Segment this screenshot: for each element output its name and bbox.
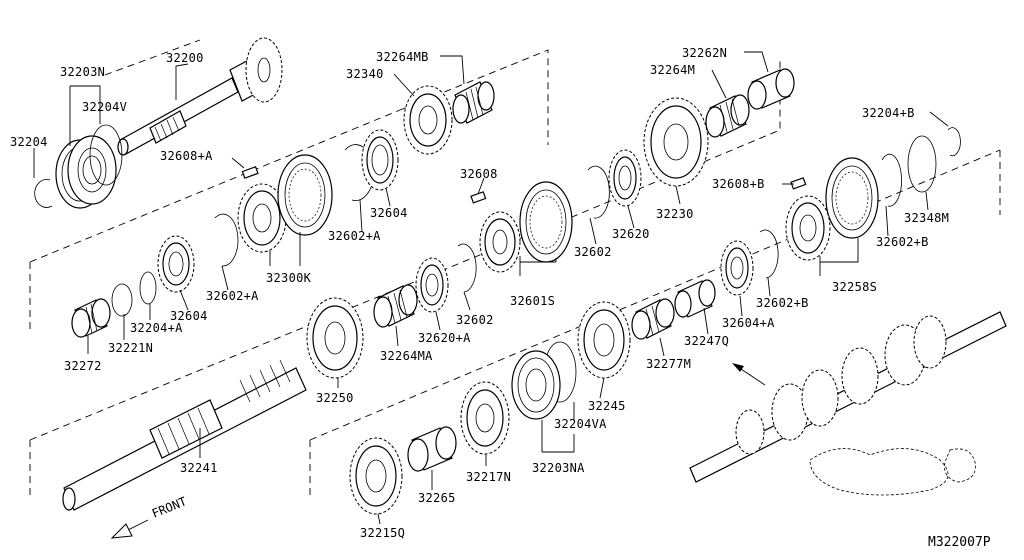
baulk-ring-32620A (415, 257, 449, 313)
assembled-gear-shaft (689, 311, 1007, 496)
label-32602-mid: 32602 (574, 245, 612, 259)
key-32608 (470, 191, 487, 204)
bushing-32262N (747, 68, 795, 110)
needle-bearing-32264MB (452, 81, 495, 124)
label-32300K: 32300K (266, 271, 312, 285)
label-32604-left: 32604 (170, 309, 208, 323)
label-32200: 32200 (166, 51, 204, 65)
synchro-ring-32602-low (457, 243, 477, 293)
label-32221N: 32221N (108, 341, 153, 355)
leader-lines (33, 51, 949, 525)
key-32608B (790, 177, 807, 190)
label-32601S: 32601S (510, 294, 555, 308)
countershaft-32241 (62, 359, 307, 511)
gear-32250 (306, 297, 364, 379)
baulk-ring-32620 (608, 149, 642, 207)
bearing-32203N (55, 135, 117, 209)
label-32272: 32272 (64, 359, 102, 373)
label-32204VA: 32204VA (554, 417, 607, 431)
baulk-ring-32604A (720, 240, 754, 296)
needle-bearing-32277M (631, 298, 675, 340)
label-32250: 32250 (316, 391, 354, 405)
label-32203N: 32203N (60, 65, 105, 79)
label-32620: 32620 (612, 227, 650, 241)
bushing-32247Q (674, 279, 716, 318)
gear-32230 (643, 97, 709, 187)
needle-bearing-32264MA (373, 284, 418, 328)
label-32608A: 32608+A (160, 149, 213, 163)
snap-ring-32204 (34, 179, 53, 208)
needle-bearing-32272 (71, 298, 111, 338)
synchro-ring-32602B-right (881, 153, 902, 207)
label-32262N: 32262N (682, 46, 727, 60)
gear-32245 (577, 301, 631, 379)
snap-ring-32204B (947, 127, 961, 156)
label-32620A: 32620+A (418, 331, 471, 345)
label-32265: 32265 (418, 491, 456, 505)
label-32602B-mid: 32602+B (756, 296, 809, 310)
label-32608: 32608 (460, 167, 498, 181)
needle-bearing-32264M (705, 94, 750, 138)
label-32604-top: 32604 (370, 206, 408, 220)
front-label: FRONT (150, 494, 189, 521)
direction-arrow (732, 363, 766, 386)
label-32277M: 32277M (646, 357, 691, 371)
label-32340: 32340 (346, 67, 384, 81)
label-32230: 32230 (656, 207, 694, 221)
synchro-ring-32602A-left (214, 213, 239, 267)
synchro-32601S (479, 181, 573, 273)
washer-32221N (111, 283, 133, 317)
label-32241: 32241 (180, 461, 218, 475)
baulk-ring-32604-left (157, 235, 195, 293)
label-32204B: 32204+B (862, 106, 915, 120)
label-32604A: 32604+A (722, 316, 775, 330)
label-32215Q: 32215Q (360, 526, 405, 540)
assembly-guide-lines (29, 39, 1001, 500)
label-32203NA: 32203NA (532, 461, 585, 475)
label-32204: 32204 (10, 135, 48, 149)
part-labels: 32200 32203N 32204V 32204 32608+A 32264M… (10, 46, 949, 540)
front-arrow (110, 519, 149, 539)
label-32258S: 32258S (832, 280, 877, 294)
gear-32217N (460, 381, 510, 455)
label-32348M: 32348M (904, 211, 949, 225)
synchro-32258S (785, 157, 879, 261)
label-32264MA: 32264MA (380, 349, 433, 363)
gear-32215Q (349, 437, 403, 515)
synchro-32300K (237, 154, 333, 253)
baulk-ring-32604-top (361, 129, 399, 191)
label-32602A-left: 32602+A (206, 289, 259, 303)
bearing-32203NA (511, 350, 561, 420)
label-32602-low: 32602 (456, 313, 494, 327)
label-32204V: 32204V (82, 100, 127, 114)
label-32264MB: 32264MB (376, 50, 429, 64)
mainshaft-32200 (117, 37, 283, 156)
gear-32340 (403, 85, 453, 155)
bushing-32265 (407, 426, 457, 472)
label-32264M: 32264M (650, 63, 695, 77)
key-32608A (241, 166, 259, 179)
label-32247Q: 32247Q (684, 334, 729, 348)
label-32602A-top: 32602+A (328, 229, 381, 243)
synchro-ring-32602-mid (587, 165, 610, 219)
label-32204A: 32204+A (130, 321, 183, 335)
label-32217N: 32217N (466, 470, 511, 484)
label-32245: 32245 (588, 399, 626, 413)
snap-ring-32204A (139, 271, 157, 305)
label-32602B-right: 32602+B (876, 235, 929, 249)
ring-32348M (907, 135, 937, 193)
label-32608B: 32608+B (712, 177, 765, 191)
snap-ring-32204V (89, 124, 123, 186)
synchro-ring-32602B-mid (759, 229, 779, 279)
reference-code: M322007P (928, 535, 991, 550)
